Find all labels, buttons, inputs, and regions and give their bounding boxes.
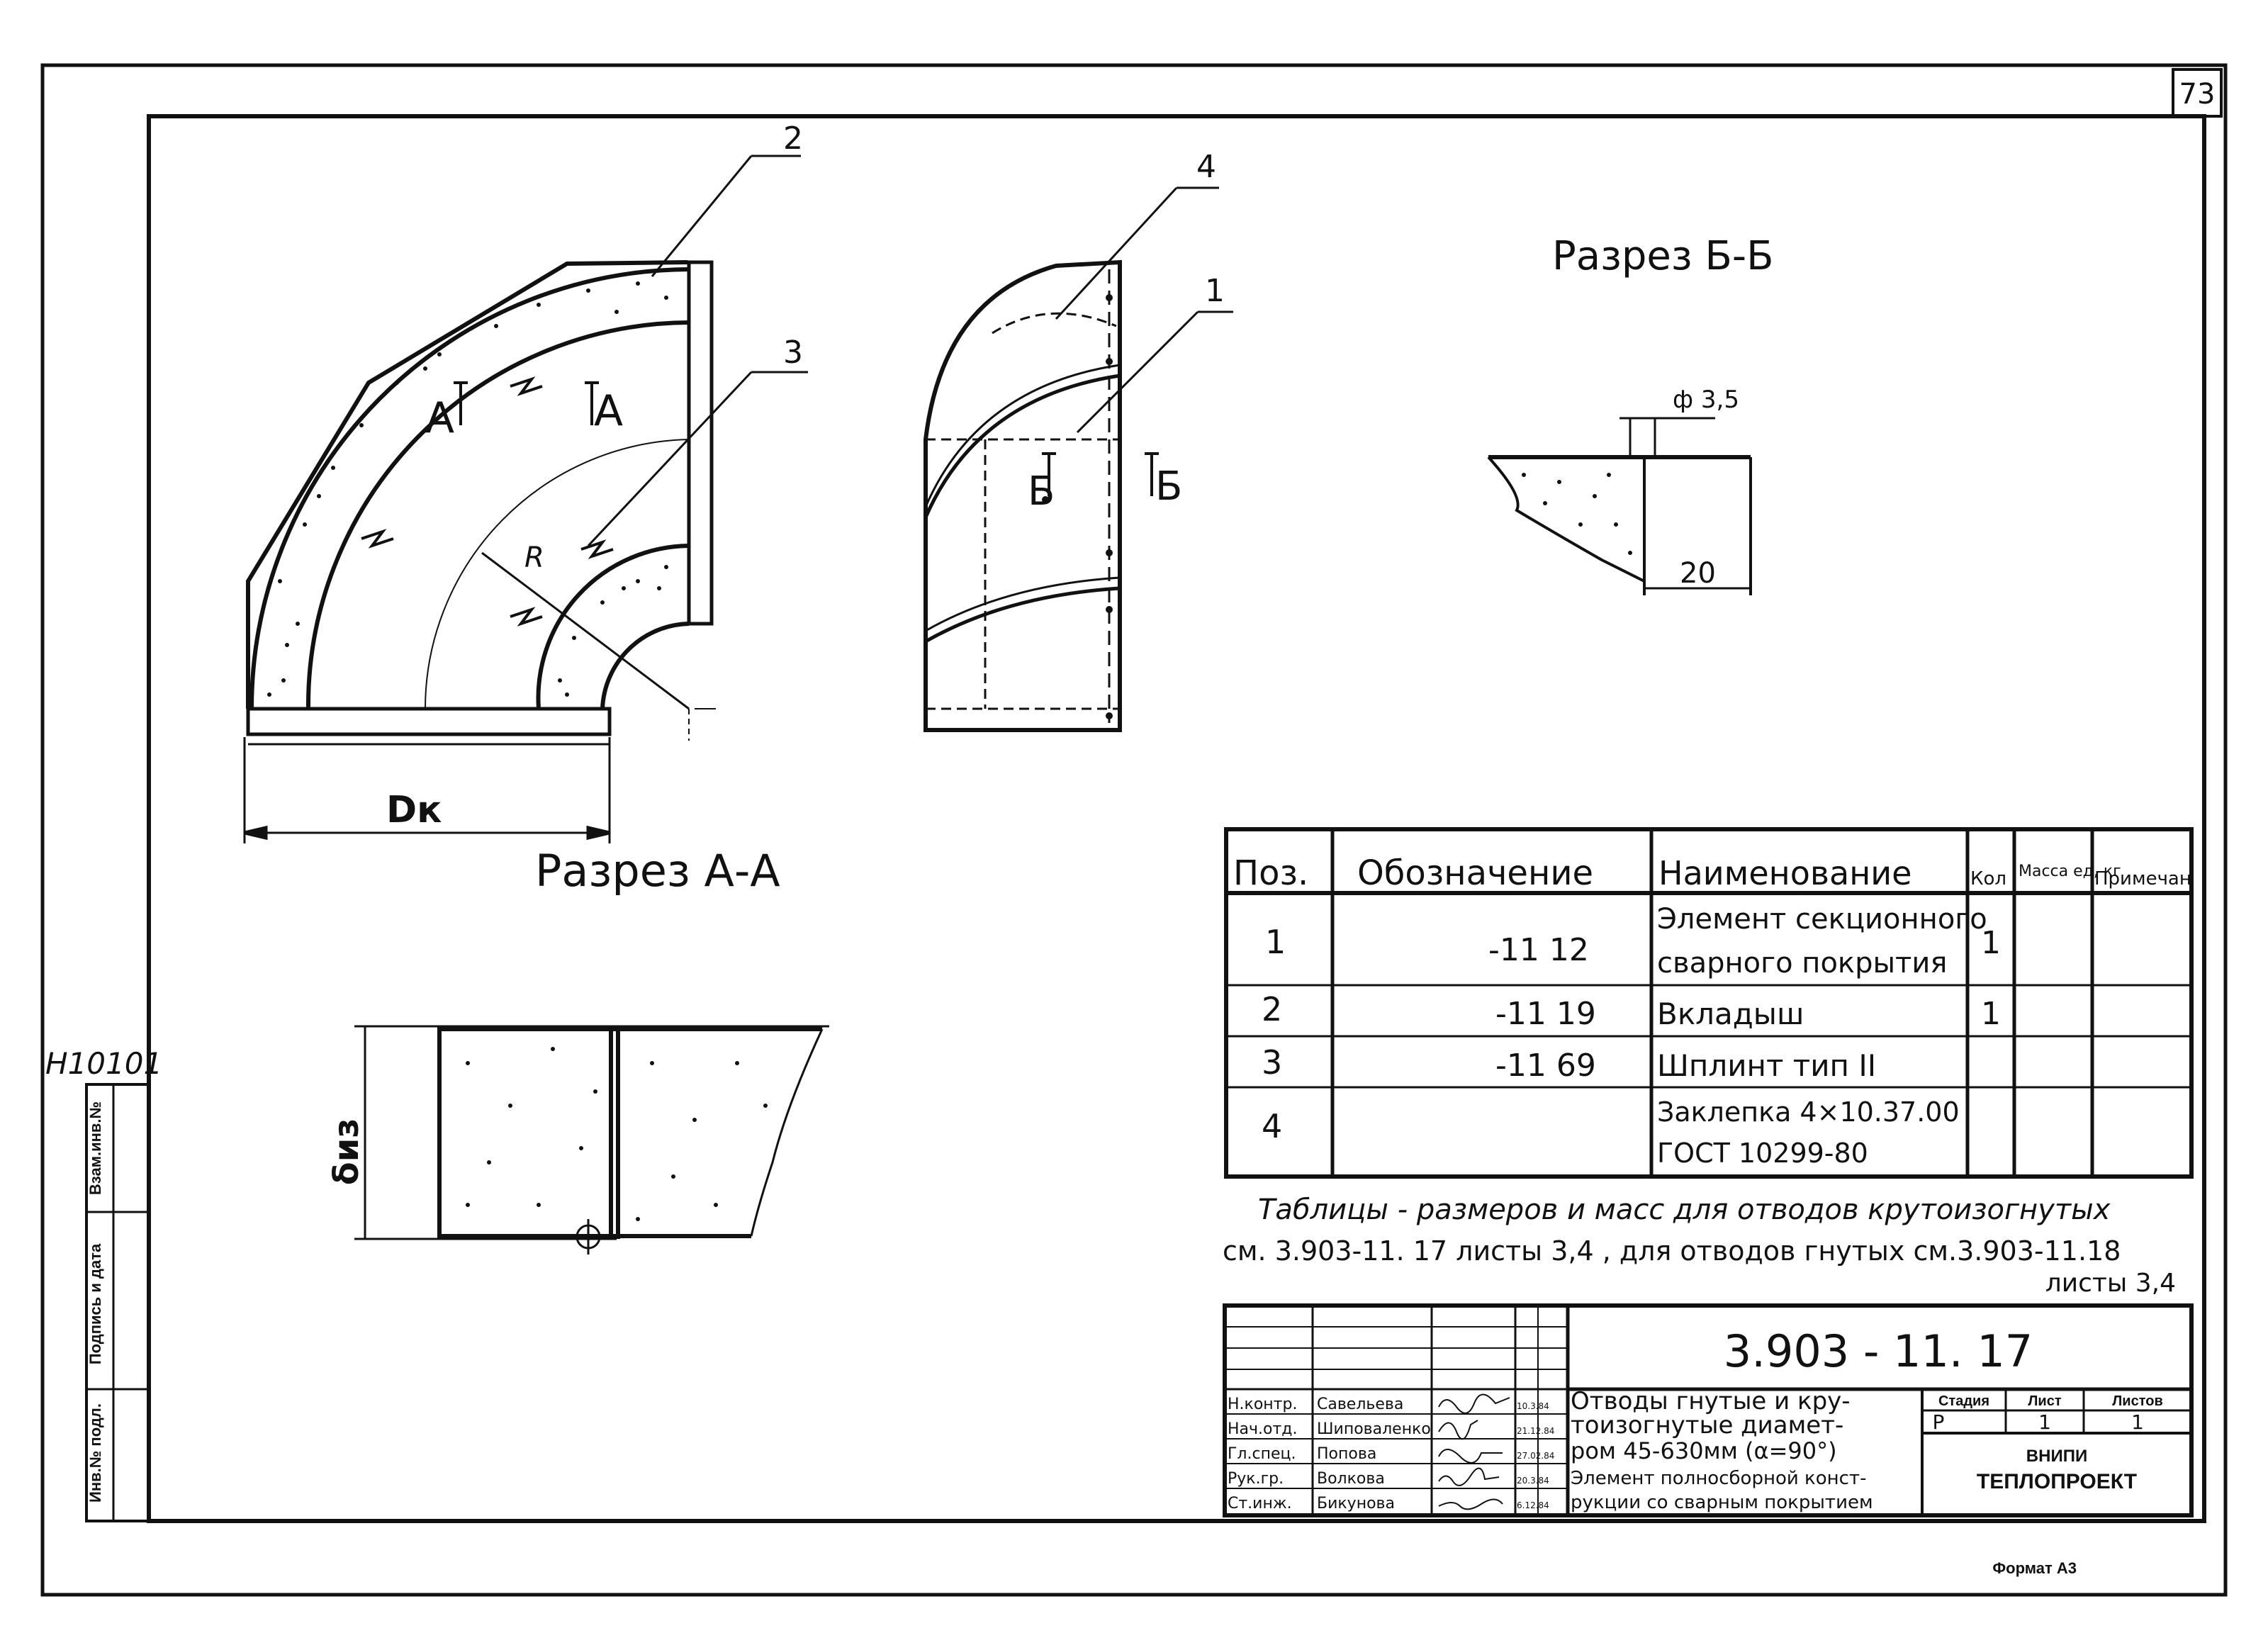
person4-date: 20.3.84	[1517, 1476, 1549, 1486]
inner-frame	[147, 114, 2206, 1523]
stage-header: Стадия	[1938, 1393, 1989, 1409]
section-bb-title: Разрез Б-Б	[1552, 233, 1773, 279]
title-line2: тоизогнутые диамет-	[1571, 1411, 1843, 1439]
outer-frame	[40, 63, 2228, 1597]
row1-name-line2: сварного покрытия	[1657, 947, 1947, 980]
row2-pos: 2	[1262, 990, 1282, 1028]
col-mass-header: Масса ед, кг	[2019, 863, 2121, 880]
archive-code: H10101	[45, 1046, 162, 1081]
sign-date-label: Подпись и дата	[86, 1243, 104, 1364]
person1-date: 10.3.84	[1517, 1401, 1549, 1411]
title-line4: Элемент полносборной конст-	[1571, 1468, 1866, 1489]
leader-2-label: 2	[783, 120, 803, 157]
row1-pos: 1	[1265, 923, 1286, 961]
row1-designation: -11 12	[1488, 932, 1589, 968]
person3-date: 27.02.84	[1517, 1451, 1554, 1461]
side-view	[924, 186, 1233, 732]
sheets-value: 1	[2131, 1410, 2144, 1434]
lower-detail	[354, 1025, 829, 1255]
col-name-header: Наименование	[1658, 854, 1911, 892]
person2-name: Шиповаленко	[1317, 1420, 1431, 1438]
row3-name: Шплинт тип II	[1657, 1048, 1876, 1083]
insulation-dots-lower	[466, 1047, 768, 1221]
person5-role: Ст.инж.	[1228, 1495, 1292, 1512]
sheet-number: 73	[2179, 78, 2216, 111]
dim-diz: δиз	[327, 1118, 366, 1186]
title-block	[1223, 1303, 2194, 1517]
person1-role: Н.контр.	[1228, 1396, 1297, 1413]
sheet-header: Лист	[2028, 1393, 2061, 1409]
dim-phi: ф 3,5	[1673, 386, 1739, 414]
left-binding-strip: Инв.№ подл. Подпись и дата Взам.инв.№	[85, 1083, 150, 1522]
row1-qty: 1	[1981, 925, 2001, 961]
title-line3: ром 45-630мм (α=90°)	[1571, 1437, 1837, 1464]
section-aa-view	[243, 155, 808, 843]
section-aa-title: Разрез А-А	[535, 845, 780, 897]
mark-b-left: Б	[1028, 468, 1055, 515]
mark-b-right: Б	[1155, 464, 1182, 510]
person5-date: 6.12.84	[1517, 1500, 1549, 1510]
insulation-dots-aa	[267, 281, 668, 697]
col-qty-header: Кол	[1970, 868, 2006, 889]
col-designation-header: Обозначение	[1357, 853, 1593, 893]
dim-r: R	[524, 541, 544, 574]
stage-value: Р	[1933, 1410, 1945, 1434]
person2-date: 21.12.84	[1517, 1426, 1554, 1436]
leader-4-label: 4	[1196, 149, 1216, 185]
person3-name: Попова	[1317, 1445, 1376, 1463]
inv-orig-label: Инв.№ подл.	[86, 1403, 104, 1503]
leader-3-label: 3	[783, 335, 803, 371]
person3-role: Гл.спец.	[1228, 1445, 1296, 1463]
sheet-value: 1	[2038, 1410, 2051, 1434]
note-line1: Таблицы - размеров и масс для отводов кр…	[1258, 1194, 2111, 1226]
insulation-dots-bb	[1522, 473, 1632, 555]
format-label: Формат А3	[1992, 1559, 2077, 1577]
row2-designation: -11 19	[1495, 996, 1596, 1032]
note-line3: листы 3,4	[2045, 1269, 2176, 1298]
title-line5: рукции со сварным покрытием	[1571, 1492, 1873, 1513]
org-line2: ТЕПЛОПРОЕКТ	[1977, 1470, 2137, 1493]
person4-name: Волкова	[1317, 1470, 1385, 1488]
dim-20: 20	[1680, 557, 1716, 590]
spec-table	[1224, 827, 2194, 1179]
rivet-dots	[1042, 294, 1113, 719]
signatures	[1438, 1393, 1510, 1510]
row4-name-line1: Заклепка 4×10.37.00	[1657, 1096, 1960, 1128]
section-bb-detail	[1487, 417, 1752, 595]
row2-qty: 1	[1981, 996, 2001, 1032]
row4-pos: 4	[1262, 1107, 1282, 1145]
mark-a-left: А	[425, 393, 454, 443]
title-line1: Отводы гнутые и кру-	[1571, 1387, 1851, 1415]
col-pos-header: Поз.	[1233, 853, 1308, 893]
row3-designation: -11 69	[1495, 1048, 1596, 1084]
inv-repl-label: Взам.инв.№	[86, 1101, 104, 1195]
row4-name-line2: ГОСТ 10299-80	[1657, 1138, 1868, 1169]
doc-code: 3.903 - 11. 17	[1724, 1325, 2033, 1377]
sheets-header: Листов	[2112, 1393, 2163, 1409]
person1-name: Савельева	[1317, 1396, 1403, 1413]
person5-name: Бикунова	[1317, 1495, 1395, 1512]
person2-role: Нач.отд.	[1228, 1420, 1298, 1438]
sheet-number-box	[2172, 68, 2223, 118]
note-line2: см. 3.903-11. 17 листы 3,4 , для отводов…	[1223, 1235, 2121, 1267]
row2-name: Вкладыш	[1657, 997, 1804, 1031]
col-note-header: Примечан	[2094, 868, 2191, 889]
person4-role: Рук.гр.	[1228, 1470, 1284, 1488]
mark-a-right: А	[594, 386, 623, 436]
org-line1: ВНИПИ	[2026, 1447, 2087, 1466]
dim-dk: Dк	[386, 789, 442, 831]
row3-pos: 3	[1262, 1043, 1282, 1082]
leader-1-label: 1	[1205, 273, 1225, 309]
row1-name-line1: Элемент секционного	[1657, 903, 1987, 936]
